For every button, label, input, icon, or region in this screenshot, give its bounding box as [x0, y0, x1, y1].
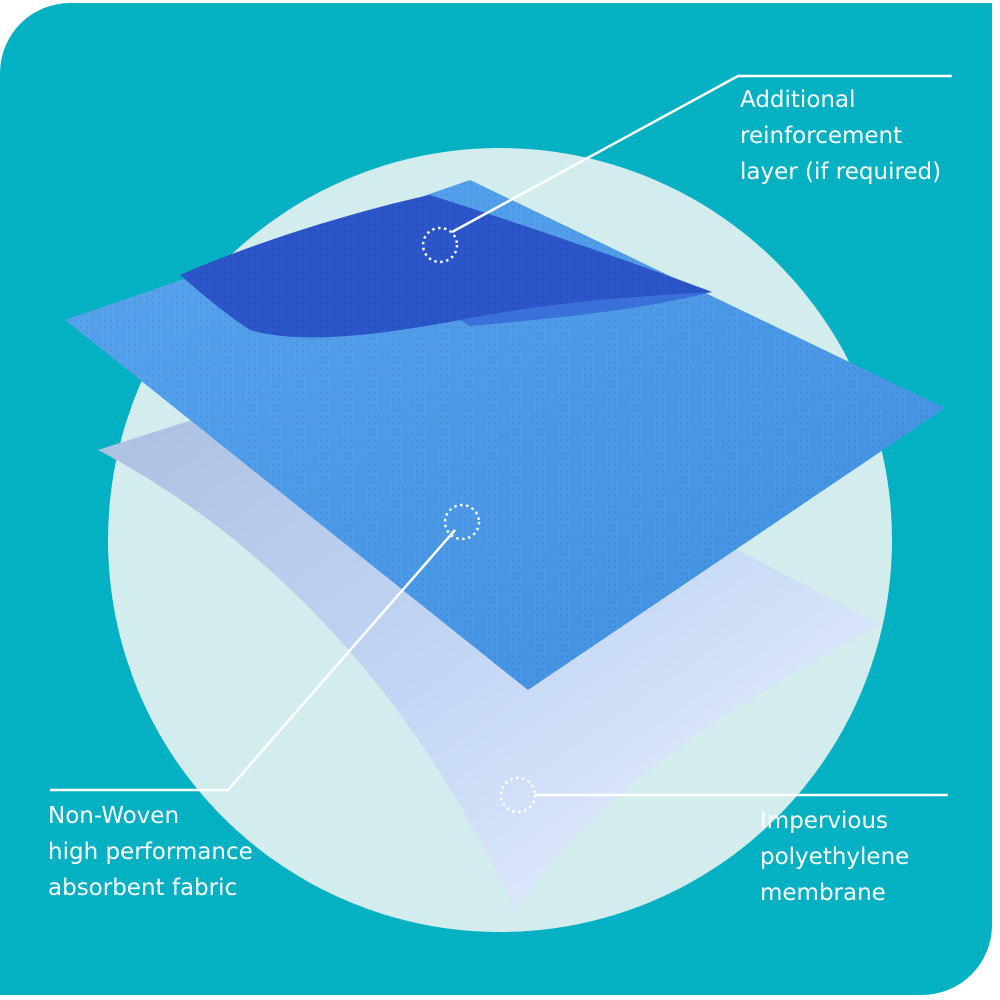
nonwoven-label: Non-Woven high performance absorbent fab… — [48, 798, 253, 906]
fabric-marker-icon — [443, 503, 481, 541]
label-line: reinforcement — [740, 123, 903, 149]
label-line: absorbent fabric — [48, 875, 238, 901]
membrane-marker-icon — [499, 776, 537, 814]
label-line: high performance — [48, 839, 253, 865]
label-line: Additional — [740, 87, 856, 113]
membrane-label: Impervious polyethylene membrane — [760, 803, 909, 911]
label-line: polyethylene — [760, 844, 910, 870]
label-line: Impervious — [760, 808, 889, 834]
reinforcement-marker-icon — [421, 226, 459, 264]
label-line: membrane — [760, 880, 886, 906]
label-line: layer (if required) — [740, 159, 942, 185]
callout-lines — [50, 74, 952, 797]
label-line: Non-Woven — [48, 803, 180, 829]
reinforcement-label: Additional reinforcement layer (if requi… — [740, 82, 941, 190]
